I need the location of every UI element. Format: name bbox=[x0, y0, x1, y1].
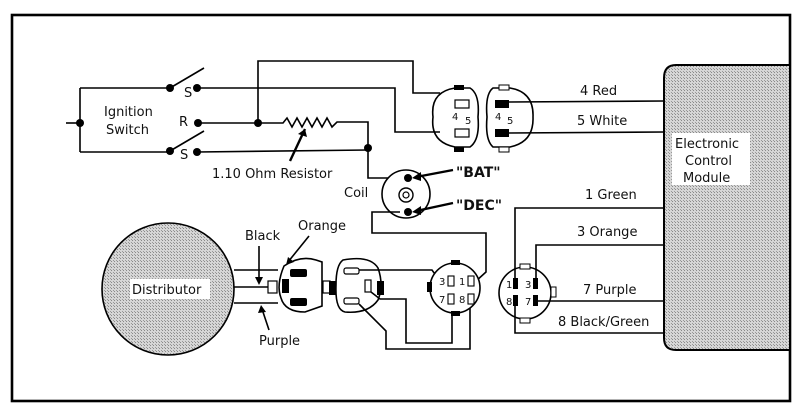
distributor-connector-female bbox=[329, 257, 384, 314]
wire-coil-dec-to-pin1 bbox=[371, 211, 487, 283]
pin-5-label: 5 bbox=[507, 116, 513, 127]
ignition-switch-label-2: Switch bbox=[106, 123, 149, 138]
wire-4-red bbox=[508, 100, 665, 103]
ecm-label-1: Electronic bbox=[675, 137, 739, 152]
wire-3-orange bbox=[535, 244, 664, 280]
pin-8-label: 8 bbox=[459, 295, 465, 306]
pin-7-label: 7 bbox=[439, 295, 445, 306]
wire-label-4-red: 4 Red bbox=[580, 84, 617, 99]
pin-4-label: 4 bbox=[452, 112, 458, 123]
wire-label-purple: Purple bbox=[259, 334, 300, 349]
connector-4pin-harness: 3 1 7 8 bbox=[427, 260, 481, 316]
coil-dec-label: "DEC" bbox=[456, 198, 502, 214]
wire-to-pin7 bbox=[370, 291, 453, 344]
pin-1-label: 1 bbox=[459, 277, 465, 288]
pin-4-label: 4 bbox=[495, 112, 501, 123]
pin-3-label: 3 bbox=[525, 280, 531, 291]
terminal-s-bottom: S bbox=[180, 148, 188, 163]
wire-s-bottom bbox=[196, 149, 369, 153]
terminal-s-top: S bbox=[184, 86, 192, 101]
coil-label: Coil bbox=[344, 186, 368, 201]
wire-label-7-purple: 7 Purple bbox=[583, 283, 636, 298]
wire-5-white bbox=[508, 131, 665, 134]
coil-dec-terminal bbox=[404, 208, 412, 216]
connector-4pin-ecm: 1 3 8 7 bbox=[498, 263, 557, 324]
distributor-connector-male bbox=[267, 257, 331, 313]
distributor: Distributor bbox=[101, 222, 235, 356]
wire-label-orange: Orange bbox=[298, 219, 346, 234]
wire-s-top bbox=[197, 87, 440, 133]
wire-label-black: Black bbox=[245, 229, 281, 244]
pin-5-label: 5 bbox=[465, 116, 471, 127]
coil-bat-label: "BAT" bbox=[456, 165, 501, 181]
coil: Coil "BAT" "DEC" bbox=[344, 165, 502, 219]
wire-label-8-black-green: 8 Black/Green bbox=[558, 315, 649, 330]
ecm-label-3: Module bbox=[683, 171, 730, 186]
wire-8-black-green bbox=[514, 306, 664, 334]
distributor-label: Distributor bbox=[132, 283, 202, 298]
terminal-r: R bbox=[179, 115, 188, 130]
pin-8-label: 8 bbox=[506, 297, 512, 308]
junction-dot bbox=[76, 119, 84, 127]
connector-4-5-left: 4 5 bbox=[431, 85, 480, 152]
wire-1-green bbox=[514, 207, 664, 280]
coil-bat-terminal bbox=[404, 174, 412, 182]
wire-label-1-green: 1 Green bbox=[585, 188, 637, 203]
electronic-control-module: Electronic Control Module bbox=[663, 64, 791, 351]
pin-3-label: 3 bbox=[439, 277, 445, 288]
wire-label-5-white: 5 White bbox=[577, 114, 627, 129]
resistor-label: 1.10 Ohm Resistor bbox=[212, 167, 333, 182]
wire-to-pin3 bbox=[359, 269, 438, 278]
resistor bbox=[258, 116, 369, 148]
ecm-label-2: Control bbox=[685, 154, 732, 169]
pin-1-label: 1 bbox=[506, 280, 512, 291]
ignition-switch: S R S Ignition Switch bbox=[66, 67, 205, 163]
ignition-switch-label: Ignition bbox=[104, 105, 153, 120]
wire-to-pin8 bbox=[358, 303, 471, 350]
wire-label-3-orange: 3 Orange bbox=[577, 225, 637, 240]
pin-7-label: 7 bbox=[525, 297, 531, 308]
wire-to-pin4 bbox=[257, 60, 440, 123]
connector-4-5-right: 4 5 bbox=[485, 84, 534, 153]
